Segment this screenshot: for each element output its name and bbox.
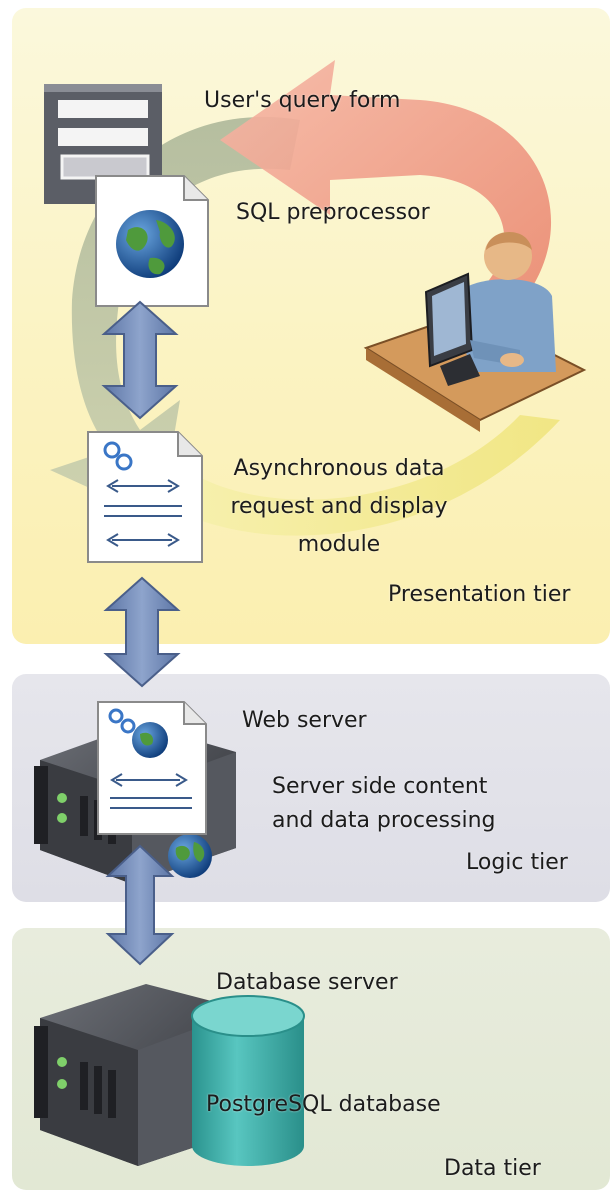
user-at-computer-icon: [363, 231, 587, 432]
presentation-tier-label: Presentation tier: [388, 582, 571, 607]
server-side-processing-label: Server side content and data processing: [272, 774, 496, 833]
async-module-document-icon: [87, 431, 203, 563]
double-arrow-async-webserver: [103, 576, 181, 688]
data-tier-label: Data tier: [444, 1156, 541, 1181]
double-arrow-webserver-database: [105, 844, 175, 966]
code-brackets-icon: [104, 479, 182, 547]
postgresql-database-label: PostgreSQL database: [206, 1092, 441, 1117]
double-arrow-preprocessor-async: [101, 300, 179, 420]
cycle-arrow-red: [220, 60, 552, 340]
server-globe-icon: [168, 834, 212, 878]
web-server-label: Web server: [242, 708, 367, 733]
database-cylinder-icon: [191, 995, 305, 1166]
gears-icon: [103, 441, 133, 471]
database-server-label: Database server: [216, 970, 398, 995]
sql-preprocessor-label: SQL preprocessor: [236, 200, 430, 225]
web-server-document-icon: [97, 701, 207, 835]
sql-preprocessor-document-icon: [95, 175, 209, 307]
logic-tier-label: Logic tier: [466, 850, 568, 875]
cycle-arrow-yellow: [120, 415, 560, 536]
query-form-label: User's query form: [204, 88, 401, 113]
globe-icon: [116, 210, 184, 278]
async-module-label: Asynchronous data request and display mo…: [230, 456, 448, 557]
